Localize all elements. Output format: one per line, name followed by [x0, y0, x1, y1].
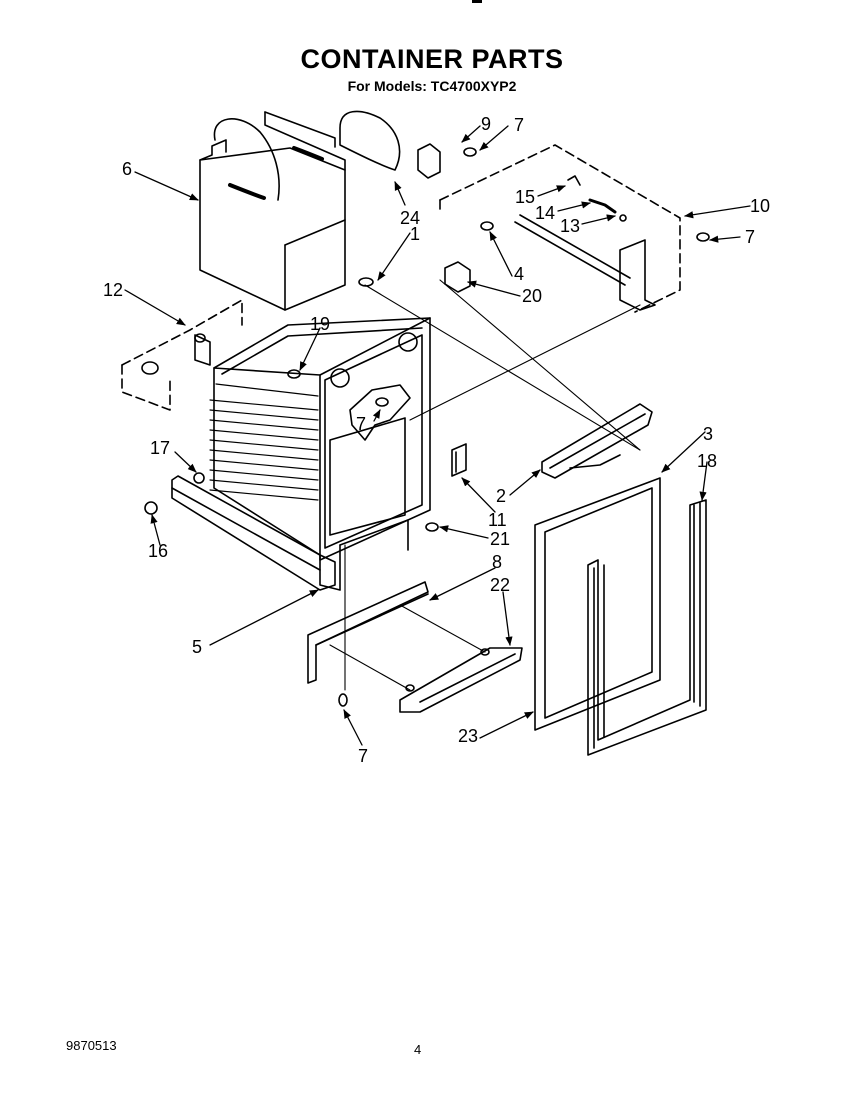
callout-leaders — [124, 125, 751, 746]
callout-7: 7 — [514, 115, 524, 135]
callout-7: 7 — [745, 227, 755, 247]
assembly-lines — [329, 279, 641, 691]
callout-labels: 6 24 9 7 10 15 14 13 7 1 4 20 12 19 7 3 … — [103, 114, 770, 766]
part-door-gasket-frame — [587, 499, 707, 756]
callout-11: 11 — [488, 510, 507, 530]
page-number: 4 — [414, 1042, 422, 1057]
callout-4: 4 — [514, 264, 524, 284]
callout-14: 14 — [535, 203, 555, 223]
callout-20: 20 — [522, 286, 542, 306]
document-number: 9870513 — [66, 1038, 117, 1053]
callout-5: 5 — [192, 637, 202, 657]
callout-10: 10 — [750, 196, 770, 216]
callout-17: 17 — [150, 438, 170, 458]
callout-7: 7 — [356, 414, 366, 434]
callout-16: 16 — [148, 541, 168, 561]
part-knob-assembly — [121, 299, 243, 411]
callout-6: 6 — [122, 159, 132, 179]
screw-fasteners — [144, 147, 710, 707]
callout-15: 15 — [515, 187, 535, 207]
callout-3: 3 — [703, 424, 713, 444]
part-container-housing — [171, 317, 431, 591]
callout-1: 1 — [410, 224, 420, 244]
callout-24: 24 — [400, 208, 420, 228]
callout-9: 9 — [481, 114, 491, 134]
callout-13: 13 — [560, 216, 580, 236]
model-subtitle: For Models: TC4700XYP2 — [347, 78, 517, 94]
callout-23: 23 — [458, 726, 478, 746]
page-title: CONTAINER PARTS — [300, 44, 564, 74]
callout-19: 19 — [310, 314, 330, 334]
part-top-bracket-assembly — [417, 143, 681, 313]
part-bag-liner — [199, 110, 401, 311]
part-kick-plate — [307, 581, 523, 713]
callout-18: 18 — [697, 451, 717, 471]
top-registration-mark — [472, 0, 482, 3]
part-side-rail — [541, 403, 653, 479]
callout-21: 21 — [490, 529, 510, 549]
callout-22: 22 — [490, 575, 510, 595]
part-clip — [451, 443, 467, 477]
callout-12: 12 — [103, 280, 123, 300]
callout-8: 8 — [492, 552, 502, 572]
callout-7: 7 — [358, 746, 368, 766]
part-door-panel — [534, 477, 661, 731]
callout-2: 2 — [496, 486, 506, 506]
